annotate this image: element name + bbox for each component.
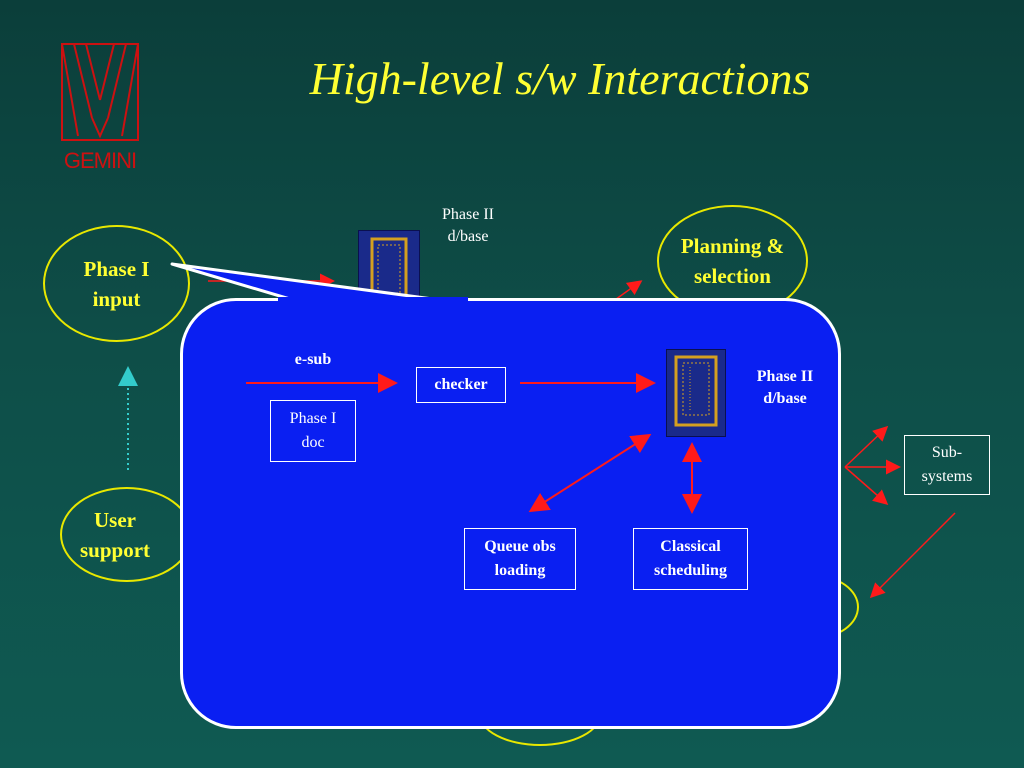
phase2-dbase-top-label: Phase II d/base [442, 206, 494, 245]
database-icon [666, 349, 726, 437]
user-support-node: User support [60, 487, 193, 582]
subsystems-box: Sub- systems [904, 435, 990, 495]
planning-selection-label: Planning & selection [680, 234, 785, 288]
callout-panel [180, 298, 841, 729]
queue-obs-loading-box: Queue obs loading [464, 528, 576, 590]
classical-scheduling-box: Classical scheduling [633, 528, 748, 590]
subsystems-to-node-arrow [869, 512, 956, 599]
dbase-queue-arrow [528, 433, 652, 513]
phase1-input-label: Phase I input [83, 256, 150, 311]
gemini-logo: GEMINI [56, 40, 146, 180]
to-subsystems-arrow-up [844, 425, 889, 468]
database-icon-graphic [674, 355, 718, 427]
gemini-logo-mark: GEMINI [61, 43, 139, 173]
phase1-input-node: Phase I input [43, 225, 190, 342]
slide-title: High-level s/w Interactions [309, 53, 811, 104]
user-support-label: User support [80, 507, 151, 562]
to-subsystems-arrow-down [844, 466, 889, 505]
phase1-doc-box: Phase I doc [270, 400, 356, 462]
phase2-dbase-label: Phase II d/base [756, 368, 814, 407]
esub-label: e-sub [294, 351, 332, 368]
logo-wordmark: GEMINI [64, 148, 136, 173]
checker-box: checker [416, 367, 506, 403]
